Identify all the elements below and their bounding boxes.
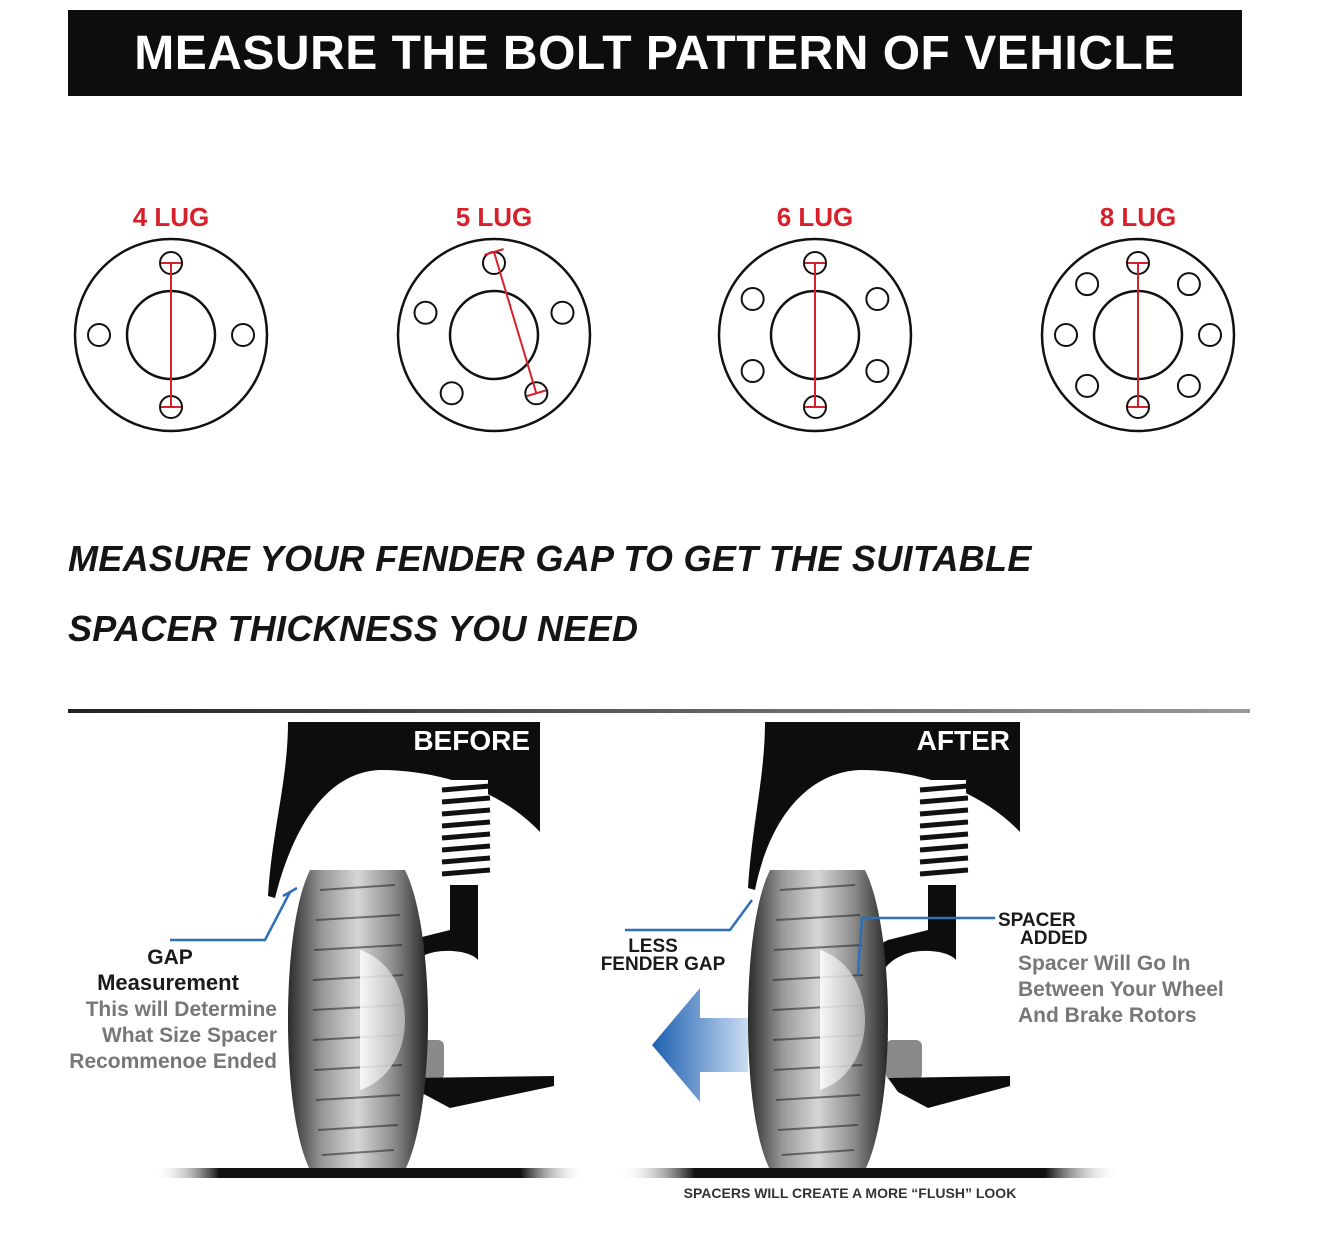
before-control-arm xyxy=(410,1076,554,1108)
after-spring xyxy=(919,783,969,877)
bolt-hole-icon xyxy=(740,359,765,383)
spacer-title-1: SPACER xyxy=(998,910,1076,931)
before-hub xyxy=(360,950,405,1090)
bolt-hole-icon xyxy=(865,359,890,383)
before-panel: BEFORE xyxy=(69,722,585,1178)
gap-note-2: What Size Spacer xyxy=(102,1024,277,1047)
lug-label-5: 5 LUG xyxy=(456,202,533,232)
gap-note-1: This will Determine xyxy=(86,998,277,1021)
before-knuckle xyxy=(379,885,478,1040)
bolt-hole-icon xyxy=(439,381,464,406)
bolt-hole-icon xyxy=(1176,373,1201,398)
bolt-hole-icon xyxy=(231,323,255,347)
hub-bore-5 xyxy=(448,289,540,381)
after-ground xyxy=(620,1168,1120,1178)
after-label: AFTER xyxy=(917,725,1010,756)
before-tire xyxy=(288,870,428,1170)
after-knuckle xyxy=(857,885,956,1040)
after-ball-joint xyxy=(886,1040,922,1080)
less-gap-1: LESS xyxy=(628,936,678,957)
lug-label-6: 6 LUG xyxy=(777,202,854,232)
bolt-hole-icon xyxy=(1075,272,1100,297)
spacer-title-2: ADDED xyxy=(1020,928,1088,949)
lug-label-8: 8 LUG xyxy=(1100,202,1177,232)
after-panel: AFTER xyxy=(601,722,1224,1201)
before-ground xyxy=(155,1168,585,1178)
before-label: BEFORE xyxy=(413,725,530,756)
bolt-hole-icon xyxy=(1198,323,1222,347)
fender-instruction-line-2: SPACER THICKNESS YOU NEED xyxy=(68,608,639,649)
bolt-hole-icon xyxy=(1176,272,1201,297)
measure-line-5 xyxy=(493,251,538,394)
spacer-note-2: Between Your Wheel xyxy=(1018,978,1224,1001)
less-gap-indicator-line xyxy=(625,899,754,932)
after-control-arm xyxy=(888,1076,1010,1108)
lug-pattern-diagrams: 4 LUG 5 LUG 6 LUG 8 LUG xyxy=(73,202,1236,433)
spacer-note-3: And Brake Rotors xyxy=(1018,1004,1197,1027)
measure-cap-5 xyxy=(484,248,504,256)
bolt-hole-icon xyxy=(550,300,575,325)
before-after-figure: BEFORE xyxy=(68,709,1250,1201)
separator-line xyxy=(68,709,1250,713)
gap-title-2: Measurement xyxy=(97,970,240,995)
after-tire xyxy=(748,870,888,1170)
after-hub xyxy=(820,950,865,1090)
left-arrow-icon xyxy=(652,988,748,1102)
gap-indicator-line xyxy=(170,891,292,942)
bolt-hole-icon xyxy=(87,323,111,347)
title-banner: MEASURE THE BOLT PATTERN OF VEHICLE xyxy=(68,10,1242,96)
measure-cap-5 xyxy=(526,389,547,398)
fender-instruction-line-1: MEASURE YOUR FENDER GAP TO GET THE SUITA… xyxy=(68,538,1032,579)
after-fender xyxy=(748,722,1020,890)
gap-note-3: Recommenoe Ended xyxy=(69,1050,277,1073)
bolt-hole-icon xyxy=(865,287,890,311)
flush-footer: SPACERS WILL CREATE A MORE “FLUSH” LOOK xyxy=(684,1185,1017,1201)
before-fender xyxy=(268,722,540,898)
bolt-hole-icon xyxy=(1054,323,1078,347)
bolt-hole-icon xyxy=(740,287,765,311)
lug-label-4: 4 LUG xyxy=(133,202,210,232)
gap-title-1: GAP xyxy=(147,946,193,969)
bolt-hole-icon xyxy=(413,300,438,325)
spacer-note-1: Spacer Will Go In xyxy=(1018,952,1191,975)
page-title: MEASURE THE BOLT PATTERN OF VEHICLE xyxy=(134,26,1176,80)
spacer-indicator-line xyxy=(856,916,995,976)
bolt-hole-icon xyxy=(1075,373,1100,398)
before-spring xyxy=(441,783,491,877)
less-gap-2: FENDER GAP xyxy=(601,954,726,975)
